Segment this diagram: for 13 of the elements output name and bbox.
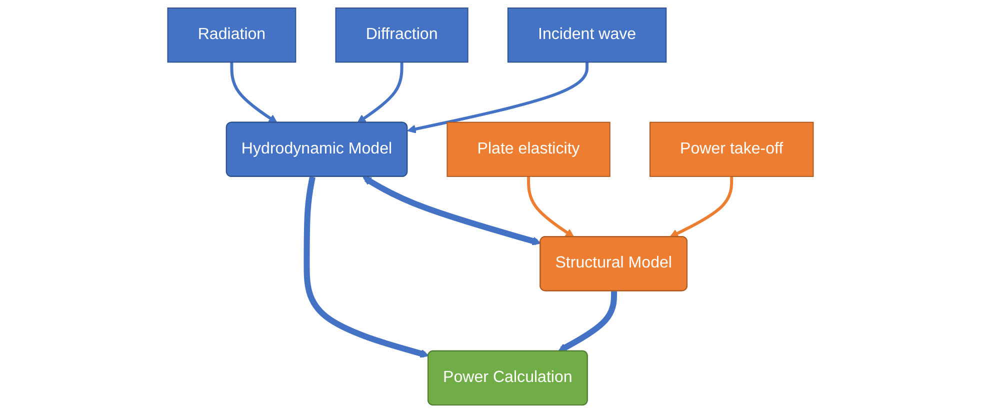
node-box: Radiation bbox=[167, 8, 296, 63]
arrow bbox=[407, 62, 589, 134]
arrow bbox=[304, 176, 429, 358]
arrow bbox=[362, 176, 542, 246]
arrow bbox=[670, 176, 734, 238]
node-box: Incident wave bbox=[507, 8, 667, 63]
node-box: Power take-off bbox=[649, 122, 814, 177]
arrow bbox=[558, 291, 618, 352]
arrow bbox=[357, 62, 404, 124]
node-box: Plate elasticity bbox=[446, 122, 610, 177]
node-box: Diffraction bbox=[335, 8, 468, 63]
arrow bbox=[230, 62, 278, 124]
arrow bbox=[527, 176, 574, 238]
